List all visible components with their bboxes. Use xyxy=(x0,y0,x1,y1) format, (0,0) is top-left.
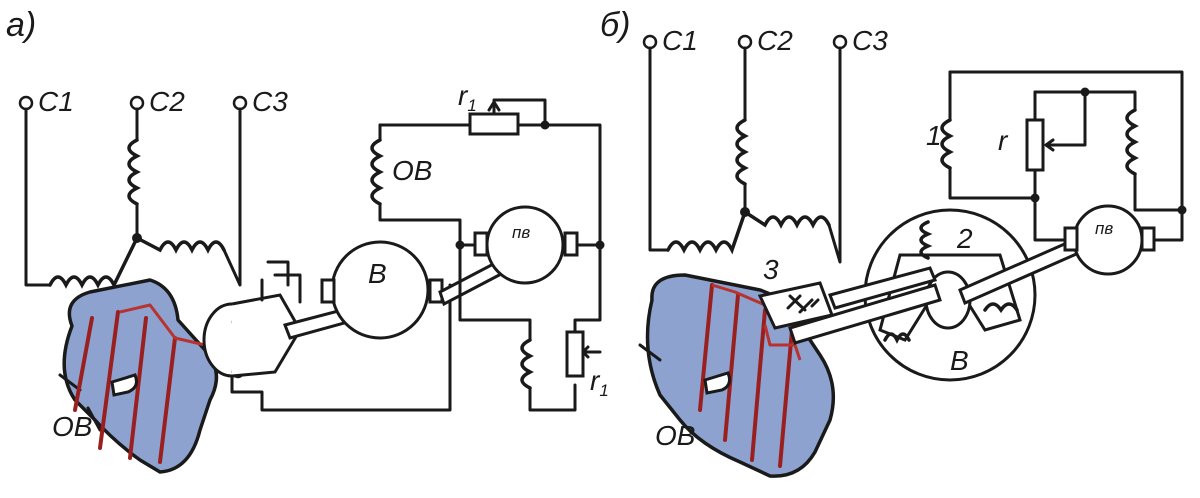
rheostat-b xyxy=(1025,118,1045,172)
rectifier-label-b: 3 xyxy=(763,254,779,285)
terminal-c1-a xyxy=(18,95,34,111)
terminal-label-c2-a: C2 xyxy=(149,86,185,117)
terminal-label-c1-b: C1 xyxy=(662,25,698,56)
panel-a: а) C1 C2 C3 xyxy=(6,6,609,474)
rheostat-top-a xyxy=(468,112,520,136)
panel-b: б) C1 C2 C3 xyxy=(600,6,1187,478)
terminal-c2-a xyxy=(129,95,145,111)
rotor-winding-label-a: OB xyxy=(52,411,92,442)
exciter-b: 2 B xyxy=(788,208,1037,382)
control-circuit-b: 1 r xyxy=(926,70,1187,242)
panel-b-label: б) xyxy=(600,6,630,44)
terminal-label-c2-b: C2 xyxy=(757,25,793,56)
exciter-label-a: B xyxy=(368,258,387,289)
pilot-exciter-label-b: пв xyxy=(1095,219,1113,238)
terminal-label-c3-a: C3 xyxy=(252,86,288,117)
rheostat-bottom-a xyxy=(565,330,585,378)
stator-terminals-a: C1 C2 C3 xyxy=(18,86,288,117)
stator-star-winding-a xyxy=(24,107,242,289)
terminal-c2-b xyxy=(737,34,753,50)
field-winding-label-top-a: OB xyxy=(392,155,432,186)
stator-terminals-b: C1 C2 C3 xyxy=(642,25,888,56)
terminal-c3-a xyxy=(232,95,248,111)
exciter-label-b: B xyxy=(950,345,969,376)
terminal-label-c1-a: C1 xyxy=(38,86,74,117)
slip-rings-a xyxy=(202,260,452,412)
exciter-winding-label-b: 2 xyxy=(956,223,973,254)
panel-a-label: а) xyxy=(6,6,36,44)
pilot-exciter-b: пв xyxy=(1063,204,1156,276)
rheostat-bottom-label-a: r1 xyxy=(590,365,609,400)
pilot-exciter-label-a: пв xyxy=(512,223,530,242)
rheostat-label-b: r xyxy=(998,125,1009,156)
stator-star-winding-b xyxy=(648,46,842,264)
exciter-field-circuit-a: OB r1 xyxy=(370,80,605,250)
rheostat-top-label-a: r1 xyxy=(458,80,477,115)
pilot-exciter-a: пв xyxy=(473,205,579,285)
terminal-c3-b xyxy=(832,34,848,50)
rotor-pole-a xyxy=(58,278,219,474)
coil-1-label-b: 1 xyxy=(926,120,942,151)
rectifier-b: 3 xyxy=(757,254,835,361)
terminal-c1-b xyxy=(642,34,658,50)
rotor-winding-label-b: OB xyxy=(655,420,695,451)
terminal-label-c3-b: C3 xyxy=(852,25,888,56)
pilot-field-circuit-a: r1 xyxy=(458,243,609,412)
